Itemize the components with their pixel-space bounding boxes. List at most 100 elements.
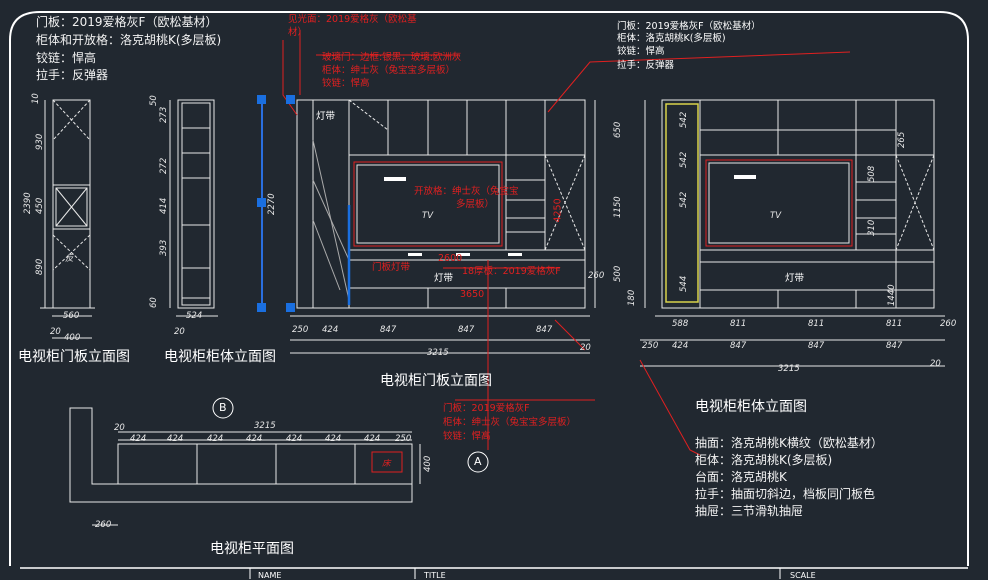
grip-marker <box>286 303 295 312</box>
grip-marker <box>257 303 266 312</box>
caption-door-elevation: 电视柜门板立面图 <box>18 349 130 365</box>
marker-a-label: A <box>474 455 482 468</box>
dim-544: 544 <box>679 275 689 292</box>
red-note-light-front: 门板灯带 <box>372 262 411 273</box>
dim-424-plan-3: 424 <box>207 434 224 444</box>
marker-b-label: B <box>219 401 227 414</box>
red-note-bottom-1: 门板：2019爱格灰F <box>443 403 530 414</box>
dim-260-plan: 260 <box>95 520 112 530</box>
caption-front-elevation: 电视柜门板立面图 <box>380 373 492 389</box>
dim-260: 260 <box>588 271 605 281</box>
dim-847-b: 847 <box>458 325 475 335</box>
dim-250: 250 <box>292 325 309 335</box>
red-dim-4250: 4250 <box>552 198 564 223</box>
title-bar-name: NAME <box>258 571 282 580</box>
frame-border <box>9 11 969 566</box>
dim-2390: 2390 <box>23 192 33 214</box>
note-top-left-2: 柜体和开放格：洛克胡桃K(多层板) <box>36 33 222 47</box>
red-note-open-shelf-1: 开放格：绅士灰（兔宝宝 <box>414 186 519 197</box>
dim-424-plan-5: 424 <box>286 434 303 444</box>
dim-847-right-a: 847 <box>730 341 747 351</box>
dim-393: 393 <box>159 239 169 256</box>
red-dim-2600: 2600 <box>438 253 463 264</box>
label-light-strip-2: 灯带 <box>434 273 454 284</box>
note-top-left-3: 铰链：悍高 <box>36 51 97 65</box>
dim-890: 890 <box>35 258 45 275</box>
dim-272: 272 <box>159 157 169 174</box>
title-bar-scale: SCALE <box>790 571 816 580</box>
dim-424-right: 424 <box>672 341 689 351</box>
dim-424: 424 <box>322 325 339 335</box>
note-top-right-1: 门板：2019爱格灰F（欧松基材） <box>617 21 761 32</box>
caption-body-elevation: 电视柜柜体立面图 <box>164 349 276 365</box>
marker-a-circle <box>467 451 489 473</box>
label-tv-2: TV <box>770 211 782 221</box>
dim-588: 588 <box>672 319 689 329</box>
red-note-bottom-3: 铰链：悍高 <box>443 431 491 442</box>
dim-650: 650 <box>613 121 623 138</box>
dim-20-body: 20 <box>174 327 185 337</box>
dim-3215-plan: 3215 <box>254 421 276 431</box>
dim-508: 508 <box>867 165 877 182</box>
dim-424-plan-1: 424 <box>130 434 147 444</box>
dim-560: 560 <box>63 311 80 321</box>
red-note-glass-1: 玻璃门：边框:银黑，玻璃:欧洲灰 <box>322 52 462 63</box>
label-tv: TV <box>422 211 434 221</box>
dim-542-b: 542 <box>679 151 689 168</box>
dim-1440: 1440 <box>887 284 897 306</box>
note-top-left-1: 门板：2019爱格灰F（欧松基材） <box>36 15 218 29</box>
dim-414: 414 <box>159 197 169 214</box>
red-note-seal-b: 材） <box>288 27 308 38</box>
caption-plan: 电视柜平面图 <box>210 541 294 557</box>
red-note-glass-3: 铰链：悍高 <box>322 78 370 89</box>
note-bottom-right-4: 拉手：抽面切斜边，档板同门板色 <box>695 487 876 501</box>
front-elevation-center <box>261 99 596 354</box>
dim-20-plan: 20 <box>114 423 125 433</box>
dim-60: 60 <box>149 297 159 308</box>
label-light-strip: 灯带 <box>316 111 336 122</box>
dim-811-a: 811 <box>730 319 747 329</box>
dim-20-left: 20 <box>50 327 61 337</box>
title-bar-title: TITLE <box>424 571 446 580</box>
dim-847-a: 847 <box>380 325 397 335</box>
red-note-open-shelf-2: 多层板） <box>456 199 495 210</box>
note-bottom-right-3: 台面：洛克胡桃K <box>695 470 787 484</box>
note-top-right-3: 铰链：悍高 <box>617 46 665 57</box>
body-front-elevation-right <box>640 99 945 367</box>
dim-10: 10 <box>31 93 41 104</box>
marker-b-circle <box>212 397 234 419</box>
dim-400: 400 <box>64 333 81 343</box>
note-bottom-right-1: 抽面：洛克胡桃K横纹（欧松基材） <box>695 436 883 450</box>
dim-424-plan-6: 424 <box>325 434 342 444</box>
dim-250-plan: 250 <box>395 434 412 444</box>
red-dim-3650: 3650 <box>460 289 485 300</box>
dim-50: 50 <box>149 95 159 106</box>
body-elevation-left <box>169 99 218 317</box>
dim-542-a: 542 <box>679 111 689 128</box>
red-note-bottom-2: 柜体：绅士灰（兔宝宝多层板） <box>443 417 577 428</box>
red-note-thickness: 18厚板：2019爱格灰F <box>462 266 561 277</box>
label-bed: 床 <box>382 459 391 469</box>
note-top-left-4: 拉手：反弹器 <box>36 68 109 82</box>
dim-542-c: 542 <box>679 191 689 208</box>
grip-marker <box>257 198 266 207</box>
dim-524: 524 <box>186 311 203 321</box>
plan-view <box>69 407 421 526</box>
dim-250-right: 250 <box>642 341 659 351</box>
dim-424-plan-2: 424 <box>167 434 184 444</box>
grip-marker <box>257 95 266 104</box>
dim-3215-right: 3215 <box>778 364 800 374</box>
dim-847-right-b: 847 <box>808 341 825 351</box>
dim-20-center: 20 <box>580 343 591 353</box>
note-top-right-2: 柜体：洛克胡桃K(多层板) <box>617 33 726 44</box>
dim-3215-center: 3215 <box>427 348 449 358</box>
red-note-seal-a: 见光面：2019爱格灰（欧松基 <box>288 14 417 25</box>
dim-265: 265 <box>897 131 907 148</box>
dim-847-right-c: 847 <box>886 341 903 351</box>
dim-424-plan-7: 424 <box>364 434 381 444</box>
dim-811-c: 811 <box>886 319 903 329</box>
dim-500: 500 <box>613 265 623 282</box>
dim-180: 180 <box>627 289 637 306</box>
door-elevation-left <box>40 99 95 339</box>
